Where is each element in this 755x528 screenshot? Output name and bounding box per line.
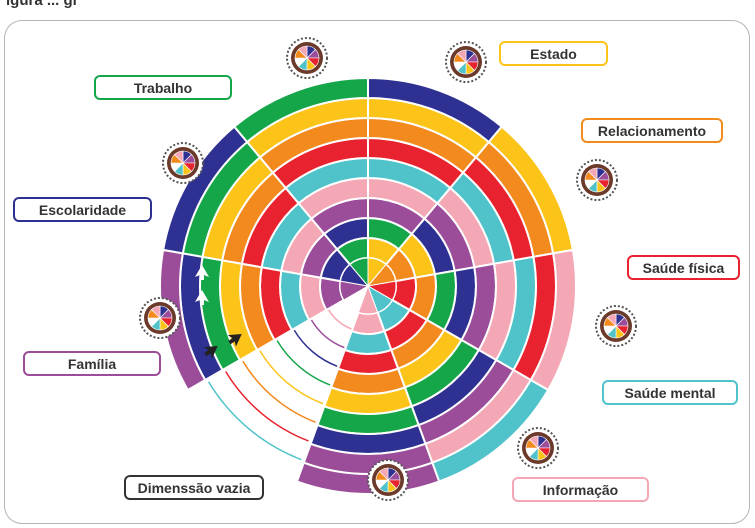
- label-dimensao-vazia: Dimenssão vazia: [124, 475, 264, 500]
- ring-segment: [232, 76, 369, 144]
- empty-ring-line: [242, 360, 316, 424]
- empty-ring-line: [327, 309, 352, 330]
- empty-ring-line: [259, 350, 324, 405]
- label-saude-fisica: Saúde física: [627, 255, 740, 280]
- sector-saude-mental: [376, 298, 550, 483]
- label-familia: Família: [23, 351, 161, 376]
- arrow-up-icon: [195, 265, 209, 280]
- arrow-icon: [203, 345, 218, 359]
- empty-ring-line: [190, 391, 295, 480]
- sector-escolaridade: [162, 125, 352, 283]
- hub-slice: [357, 284, 379, 315]
- caption-text: igura ... gi: [6, 0, 77, 9]
- ring-segment: [336, 348, 400, 375]
- mini-wheel-icon: [576, 159, 618, 201]
- arrow-up-icon: [195, 290, 209, 305]
- empty-ring-line: [225, 371, 309, 442]
- arrow-icon: [227, 333, 242, 347]
- mini-wheel-icon: [367, 459, 409, 501]
- label-informacao: Informação: [512, 477, 649, 502]
- label-relacionamento: Relacionamento: [581, 118, 723, 143]
- empty-ring-line: [207, 381, 302, 461]
- cropped-figure-caption: igura ... gi: [0, 0, 755, 14]
- sector-relacionamento: [384, 125, 574, 283]
- mini-wheel-icon: [162, 142, 204, 184]
- mini-wheel-icon: [286, 37, 328, 79]
- label-saude-mental: Saúde mental: [602, 380, 738, 405]
- sector-trabalho: [232, 76, 369, 266]
- mini-wheel-icon: [139, 297, 181, 339]
- empty-ring-line: [293, 329, 338, 367]
- mini-wheel-icon: [595, 305, 637, 347]
- mini-wheel-icon: [517, 427, 559, 469]
- empty-ring-line: [310, 319, 345, 349]
- hub-slice: [349, 257, 369, 288]
- ring-segment: [343, 329, 393, 355]
- label-escolaridade: Escolaridade: [13, 197, 152, 222]
- label-trabalho: Trabalho: [94, 75, 232, 100]
- mini-wheel-icon: [445, 41, 487, 83]
- empty-ring-line: [276, 340, 331, 386]
- label-estado: Estado: [499, 41, 608, 66]
